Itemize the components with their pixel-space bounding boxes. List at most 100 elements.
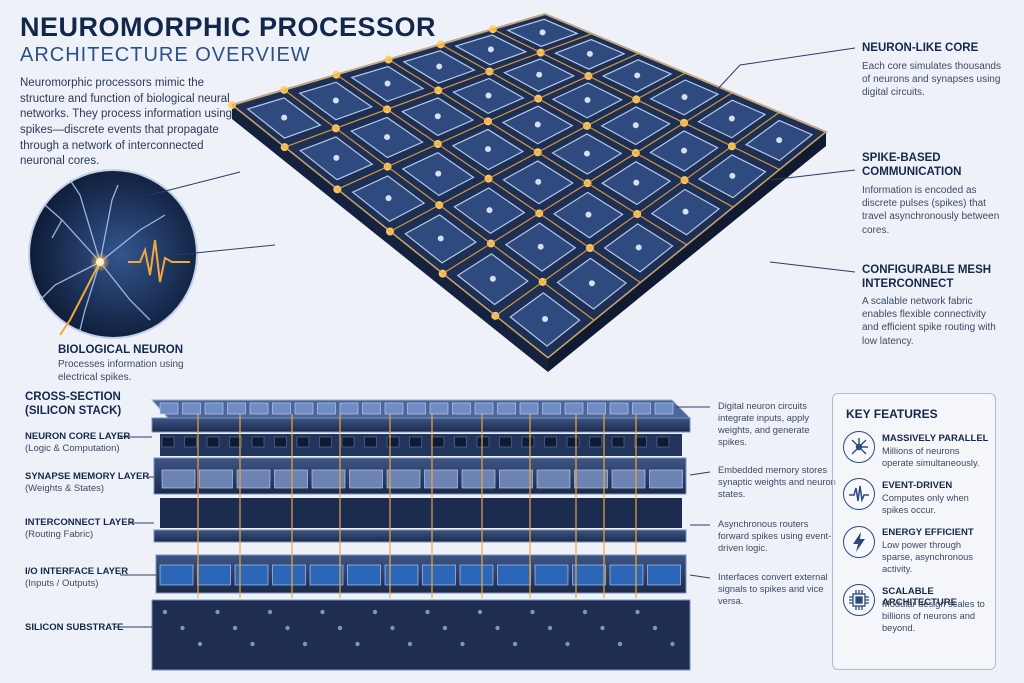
core-node xyxy=(436,63,443,70)
substrate-via xyxy=(320,609,325,615)
memory-cell xyxy=(311,469,346,489)
substrate-via xyxy=(250,641,255,647)
spike-waveform-icon xyxy=(843,478,875,510)
layer-label-interconnect: INTERCONNECT LAYER (Routing Fabric) xyxy=(25,517,134,542)
memory-cell xyxy=(349,469,383,489)
feature-title: ENERGY EFFICIENT xyxy=(882,527,974,538)
core-node xyxy=(485,92,492,99)
core-node xyxy=(437,235,444,242)
top-core-cell xyxy=(227,402,246,415)
top-core-cell xyxy=(519,402,539,415)
biological-neuron-illustration xyxy=(28,169,198,339)
io-cell xyxy=(234,564,269,586)
substrate-via xyxy=(670,641,675,647)
memory-cell xyxy=(574,469,608,489)
top-core-cell xyxy=(159,402,179,415)
logic-cell xyxy=(274,436,287,448)
layer-name: INTERCONNECT LAYER xyxy=(25,517,135,528)
core-node xyxy=(281,114,288,121)
logic-cell xyxy=(544,436,557,448)
core-node xyxy=(681,147,688,154)
layer-sub: (Weights & States) xyxy=(25,483,105,495)
core-node xyxy=(585,211,592,218)
top-core-cell xyxy=(294,402,314,415)
core-node xyxy=(434,113,441,120)
substrate-via xyxy=(372,609,378,615)
layer-label-silicon-substrate: SILICON SUBSTRATE xyxy=(25,622,124,634)
core-node xyxy=(385,195,392,202)
logic-cell xyxy=(364,436,377,448)
io-cell xyxy=(272,564,306,586)
layer-name: SYNAPSE MEMORY LAYER xyxy=(25,471,150,482)
core-node xyxy=(539,29,546,36)
logic-cell xyxy=(206,436,220,448)
layer-desc-neuron-core: Digital neuron circuits integrate inputs… xyxy=(718,401,810,448)
intro-paragraph: Neuromorphic processors mimic the struct… xyxy=(20,77,232,168)
logic-cell xyxy=(521,436,535,448)
memory-cell xyxy=(649,469,683,489)
logic-cell xyxy=(431,436,445,448)
io-cell xyxy=(159,564,194,586)
logic-cell xyxy=(499,436,512,448)
logic-cell xyxy=(656,436,670,448)
substrate-via xyxy=(565,641,570,647)
callout-title-spike-communication: SPIKE-BASED COMMUNICATION xyxy=(862,152,962,178)
feature-title: EVENT-DRIVEN xyxy=(882,480,953,491)
logic-cell xyxy=(341,436,355,448)
callout-title-mesh-interconnect: CONFIGURABLE MESH INTERCONNECT xyxy=(862,264,992,290)
callout-title-neuron-core: NEURON-LIKE CORE xyxy=(862,42,979,54)
substrate-via xyxy=(197,641,203,647)
layer-label-neuron-core: NEURON CORE LAYER (Logic & Computation) xyxy=(25,431,130,456)
io-cell xyxy=(197,564,231,586)
top-core-cell xyxy=(497,402,516,415)
substrate-via xyxy=(635,609,640,615)
logic-cell xyxy=(251,436,265,448)
top-core-cell xyxy=(407,402,426,415)
top-core-cell xyxy=(182,402,201,415)
core-node xyxy=(489,275,496,282)
top-core-cell xyxy=(317,402,336,415)
io-cell xyxy=(534,564,569,586)
top-core-cell xyxy=(452,402,471,415)
io-cell xyxy=(422,564,456,586)
core-node xyxy=(633,179,640,186)
top-core-cell xyxy=(654,402,674,415)
logic-cell xyxy=(589,436,602,448)
spike-trace xyxy=(544,13,827,133)
logic-cell xyxy=(319,436,332,448)
top-core-cell xyxy=(609,402,629,415)
page-title: NEUROMORPHIC PROCESSOR xyxy=(20,12,437,42)
logic-cell xyxy=(184,436,197,448)
core-node xyxy=(728,115,735,122)
top-core-cell xyxy=(542,402,561,415)
layer-sub: (Routing Fabric) xyxy=(25,529,94,541)
top-core-cell xyxy=(384,402,404,415)
logic-cell xyxy=(566,436,580,448)
core-node xyxy=(682,208,689,215)
core-node xyxy=(486,207,493,214)
io-cell xyxy=(497,564,531,586)
logic-cell xyxy=(229,436,242,448)
layer-label-synapse-memory: SYNAPSE MEMORY LAYER (Weights & States) xyxy=(25,471,149,496)
key-features-title: KEY FEATURES xyxy=(846,407,938,421)
logic-cell xyxy=(611,436,625,448)
memory-cell xyxy=(611,469,646,489)
top-core-cell xyxy=(474,402,494,415)
top-core-cell xyxy=(339,402,359,415)
page-subtitle: ARCHITECTURE OVERVIEW xyxy=(20,44,311,66)
silicon-stack xyxy=(150,399,692,671)
core-node xyxy=(384,80,391,87)
layer-sub: (Inputs / Outputs) xyxy=(25,578,99,590)
substrate-via xyxy=(302,641,308,647)
core-node xyxy=(485,146,492,153)
substrate-via xyxy=(180,625,185,631)
logic-cell xyxy=(386,436,400,448)
top-core-cell xyxy=(587,402,606,415)
logic-cell xyxy=(634,436,647,448)
substrate-via xyxy=(547,625,553,631)
substrate-via xyxy=(337,625,343,631)
top-core-cell xyxy=(249,402,269,415)
substrate-via xyxy=(162,609,168,615)
substrate-via xyxy=(355,641,360,647)
core-node xyxy=(588,280,595,287)
